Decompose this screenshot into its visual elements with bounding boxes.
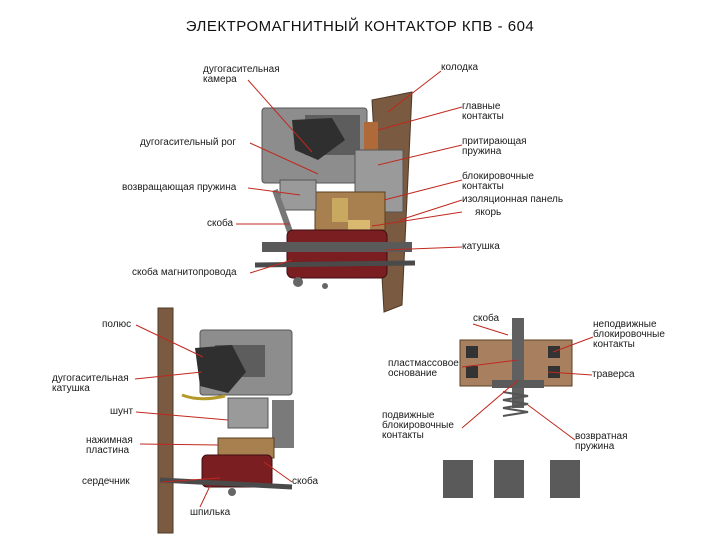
label-traverse: траверса <box>592 370 635 380</box>
label-fixed-interlock-contacts: неподвижные блокировочные контакты <box>593 320 665 350</box>
label-core: сердечник <box>82 477 130 487</box>
label-lapping-spring: притирающая пружина <box>462 137 527 157</box>
label-shoe: колодка <box>441 63 478 73</box>
label-coil: катушка <box>462 242 500 252</box>
label-blowout-coil: дугогасительная катушка <box>52 374 129 394</box>
label-arc-chamber: дугогасительная камера <box>203 65 280 85</box>
label-plastic-base: пластмассовое основание <box>388 359 459 379</box>
label-magnet-bracket: скоба магнитопровода <box>132 268 237 278</box>
label-bracket-top: скоба <box>207 219 233 229</box>
top-contactor-photo <box>255 92 415 312</box>
label-main-contacts: главные контакты <box>462 102 504 122</box>
label-insulation-panel: изоляционная панель <box>462 195 563 205</box>
label-bracket-bottom: скоба <box>292 477 318 487</box>
block-contacts-photo <box>443 318 580 498</box>
label-pole: полюс <box>102 320 131 330</box>
label-moving-interlock-contacts: подвижные блокировочные контакты <box>382 411 454 441</box>
bottom-contactor-photo <box>158 308 294 533</box>
label-return-spring-right: возвратная пружина <box>575 432 628 452</box>
label-pressure-plate: нажимная пластина <box>86 436 133 456</box>
label-shunt: шунт <box>110 407 133 417</box>
label-stud: шпилька <box>190 508 230 518</box>
label-interlock-contacts: блокировочные контакты <box>462 172 534 192</box>
label-armature: якорь <box>475 208 501 218</box>
label-arc-horn: дугогасительный рог <box>140 138 236 148</box>
label-return-spring: возвращающая пружина <box>122 183 236 193</box>
label-bracket-right: скоба <box>473 314 499 324</box>
